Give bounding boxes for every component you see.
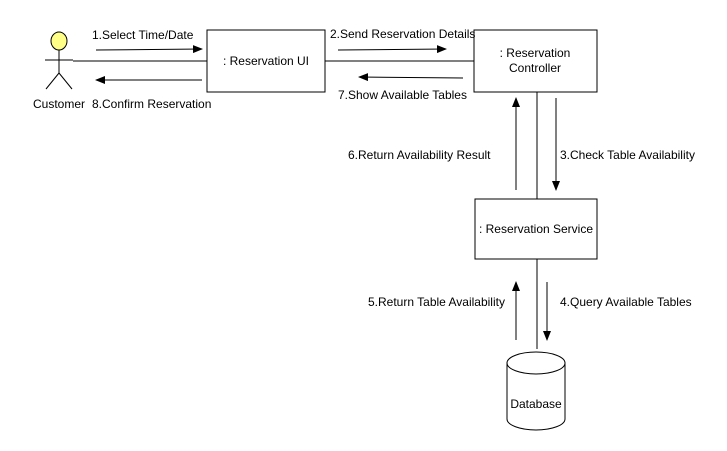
reservation-controller-label-line2: Controller [509, 61, 561, 75]
message-4-label: 4.Query Available Tables [560, 295, 692, 309]
customer-label: Customer [33, 97, 85, 111]
message-1-arrow [95, 45, 203, 54]
message-8-label: 8.Confirm Reservation [92, 97, 211, 111]
actor-head [50, 31, 68, 51]
reservation-service-node: : Reservation Service [474, 198, 598, 260]
message-3-label: 3.Check Table Availability [560, 148, 695, 162]
database-cylinder-top [506, 351, 566, 375]
customer-actor [45, 31, 73, 90]
reservation-controller-box [473, 29, 598, 93]
message-7-arrow [358, 73, 464, 82]
reservation-controller-label-line1: : Reservation [500, 46, 571, 60]
reservation-controller-node: : Reservation Controller [473, 29, 598, 93]
reservation-ui-node: : Reservation UI [206, 29, 326, 93]
reservation-ui-label: : Reservation UI [223, 54, 309, 68]
actor-right-leg [58, 72, 73, 90]
message-5-label: 5.Return Table Availability [368, 295, 505, 309]
message-6-label: 6.Return Availability Result [348, 148, 491, 162]
message-7-label: 7.Show Available Tables [338, 88, 467, 102]
reservation-service-box [474, 198, 598, 260]
actor-left-leg [45, 72, 60, 90]
message-1-label: 1.Select Time/Date [92, 28, 194, 42]
message-2-arrow [337, 45, 447, 54]
database-cylinder-body [506, 363, 566, 431]
database-label: Database [510, 397, 562, 411]
message-2-label: 2.Send Reservation Details [330, 27, 475, 41]
reservation-ui-box [206, 29, 326, 93]
database-node: Database [506, 351, 566, 431]
reservation-service-label: : Reservation Service [479, 222, 593, 236]
